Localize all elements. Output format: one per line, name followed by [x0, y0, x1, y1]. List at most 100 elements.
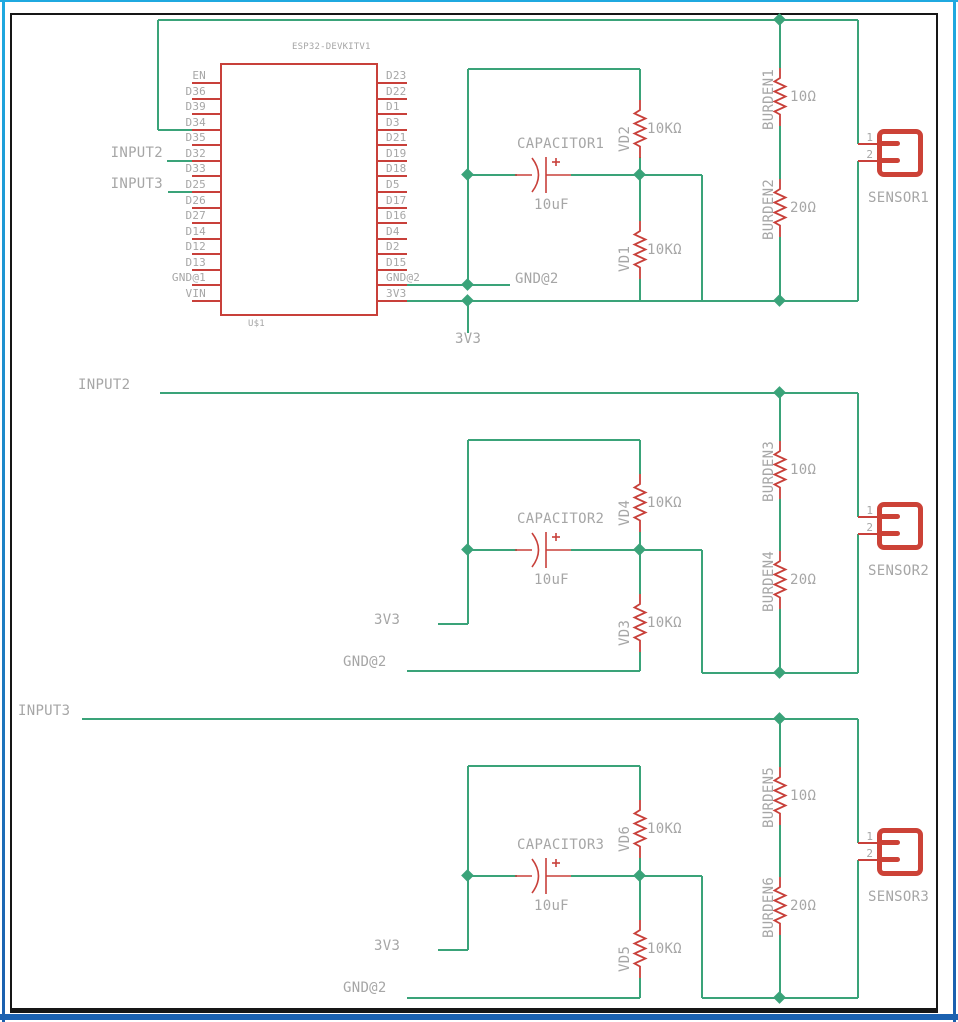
sensor-pin2-lead[interactable]: [858, 160, 877, 162]
esp32-pin-D19[interactable]: [378, 160, 407, 162]
net-wire[interactable]: [639, 279, 641, 301]
esp32-pin-D21[interactable]: [378, 144, 407, 146]
esp32-pin-D16[interactable]: [378, 222, 407, 224]
sensor-pin1-lead[interactable]: [858, 842, 877, 844]
capacitor1-symbol[interactable]: [515, 152, 571, 198]
net-wire[interactable]: [701, 175, 703, 301]
net-wire[interactable]: [639, 532, 641, 594]
esp32-pin-D2[interactable]: [378, 253, 407, 255]
net-wire[interactable]: [857, 161, 859, 301]
net-wire[interactable]: [167, 160, 192, 162]
sensor-pin2-lead[interactable]: [858, 533, 877, 535]
esp32-pin-GND@2[interactable]: [378, 284, 407, 286]
net-wire[interactable]: [857, 534, 859, 673]
net-wire[interactable]: [779, 609, 781, 673]
net-wire[interactable]: [701, 550, 703, 673]
sensor-pin2-lead[interactable]: [858, 859, 877, 861]
esp32-pin-D26[interactable]: [192, 207, 220, 209]
net-wire[interactable]: [468, 549, 517, 551]
resistor-vd6[interactable]: [632, 800, 648, 858]
esp32-pin-D32[interactable]: [192, 160, 220, 162]
net-wire[interactable]: [158, 19, 858, 21]
esp32-pin-D3[interactable]: [378, 129, 407, 131]
sensor1-connector[interactable]: 1 2 SENSOR1: [858, 129, 936, 219]
net-wire[interactable]: [168, 191, 192, 193]
net-wire[interactable]: [639, 69, 641, 100]
esp32-pin-D18[interactable]: [378, 175, 407, 177]
net-wire[interactable]: [779, 393, 781, 441]
esp32-pin-D4[interactable]: [378, 238, 407, 240]
sensor-body[interactable]: [877, 828, 923, 876]
resistor-vd2[interactable]: [632, 100, 648, 158]
net-wire[interactable]: [468, 439, 640, 441]
net-wire[interactable]: [407, 997, 640, 999]
esp32-pin-D17[interactable]: [378, 207, 407, 209]
resistor-vd3[interactable]: [632, 594, 648, 652]
net-wire[interactable]: [468, 765, 640, 767]
net-wire[interactable]: [779, 499, 781, 551]
resistor-vd4[interactable]: [632, 474, 648, 532]
esp32-pin-D5[interactable]: [378, 191, 407, 193]
net-wire[interactable]: [438, 623, 468, 625]
capacitor2-symbol[interactable]: [515, 527, 571, 573]
net-wire[interactable]: [857, 393, 859, 517]
net-wire[interactable]: [639, 766, 641, 800]
sensor3-connector[interactable]: 1 2 SENSOR3: [858, 828, 936, 918]
esp32-symbol[interactable]: [220, 63, 378, 316]
esp32-pin-D33[interactable]: [192, 175, 220, 177]
esp32-pin-GND@1[interactable]: [192, 284, 220, 286]
esp32-pin-D39[interactable]: [192, 113, 220, 115]
net-wire[interactable]: [639, 652, 641, 671]
capacitor3-symbol[interactable]: [515, 853, 571, 899]
net-wire[interactable]: [639, 440, 641, 474]
sensor-pin1-lead[interactable]: [858, 143, 877, 145]
net-wire[interactable]: [468, 174, 517, 176]
net-wire[interactable]: [779, 20, 781, 68]
sensor-pin1-lead[interactable]: [858, 516, 877, 518]
esp32-pin-EN[interactable]: [192, 82, 220, 84]
esp32-pin-D36[interactable]: [192, 98, 220, 100]
esp32-pin-D22[interactable]: [378, 98, 407, 100]
esp32-pin-3V3[interactable]: [378, 300, 407, 302]
net-wire[interactable]: [160, 392, 858, 394]
net-wire[interactable]: [779, 719, 781, 767]
esp32-pin-VIN[interactable]: [192, 300, 220, 302]
net-wire[interactable]: [639, 157, 641, 221]
net-wire[interactable]: [407, 284, 510, 286]
net-wire[interactable]: [857, 860, 859, 998]
net-wire[interactable]: [779, 825, 781, 877]
net-wire[interactable]: [857, 719, 859, 843]
net-wire[interactable]: [701, 876, 703, 998]
resistor-vd5[interactable]: [632, 920, 648, 978]
esp32-pin-D12[interactable]: [192, 253, 220, 255]
esp32-pin-D35[interactable]: [192, 144, 220, 146]
net-wire[interactable]: [467, 301, 469, 333]
net-wire[interactable]: [857, 20, 859, 144]
esp32-pin-D23[interactable]: [378, 82, 407, 84]
net-wire[interactable]: [468, 875, 517, 877]
net-wire[interactable]: [158, 129, 192, 131]
esp32-pin-D25[interactable]: [192, 191, 220, 193]
sensor2-connector[interactable]: 1 2 SENSOR2: [858, 502, 936, 592]
net-wire[interactable]: [779, 935, 781, 998]
net-wire[interactable]: [407, 300, 858, 302]
net-wire[interactable]: [157, 20, 159, 130]
esp32-pin-D15[interactable]: [378, 269, 407, 271]
net-wire[interactable]: [438, 949, 468, 951]
net-wire[interactable]: [467, 766, 469, 950]
esp32-pin-D34[interactable]: [192, 129, 220, 131]
sensor-body[interactable]: [877, 129, 923, 177]
net-wire[interactable]: [779, 237, 781, 301]
esp32-pin-D14[interactable]: [192, 238, 220, 240]
esp32-pin-D27[interactable]: [192, 222, 220, 224]
resistor-vd1[interactable]: [632, 221, 648, 279]
sensor-body[interactable]: [877, 502, 923, 550]
net-wire[interactable]: [639, 858, 641, 920]
net-wire[interactable]: [467, 440, 469, 624]
esp32-pin-D13[interactable]: [192, 269, 220, 271]
net-wire[interactable]: [82, 718, 858, 720]
esp32-pin-D1[interactable]: [378, 113, 407, 115]
net-wire[interactable]: [468, 68, 640, 70]
net-wire[interactable]: [779, 126, 781, 179]
net-wire[interactable]: [639, 978, 641, 998]
